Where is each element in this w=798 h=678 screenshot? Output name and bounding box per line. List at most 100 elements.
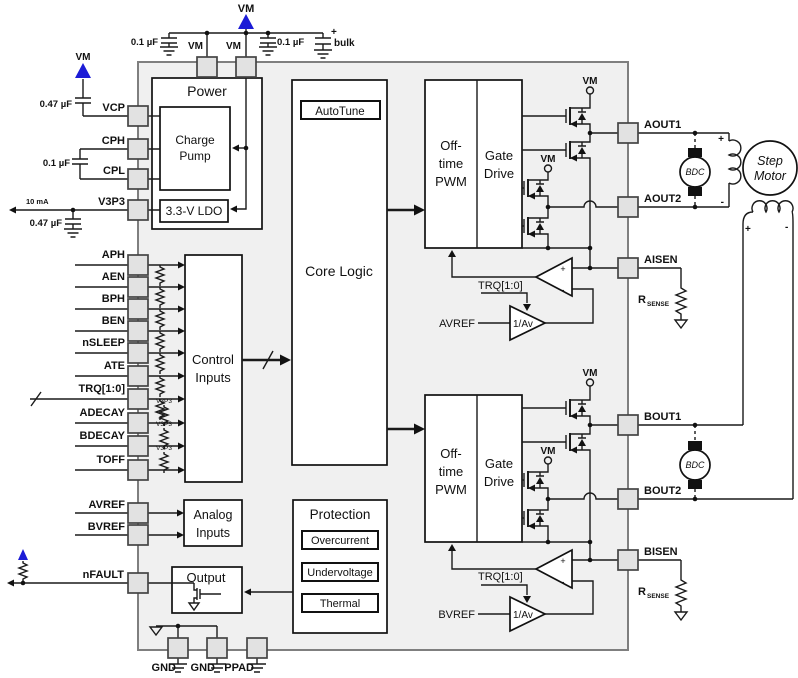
offtime-b-1: Off- bbox=[440, 446, 461, 461]
undervoltage-block bbox=[301, 562, 379, 582]
control-inputs-label-1: Control bbox=[192, 352, 234, 367]
pin-bph-label: BPH bbox=[102, 293, 125, 305]
pin-bisen-label: BISEN bbox=[644, 546, 678, 558]
autotune-block bbox=[300, 100, 381, 120]
gain-a-label: 1/Av bbox=[513, 319, 533, 330]
pullup-arrow-nfault bbox=[18, 549, 28, 560]
pwm-gatedrive-a-block bbox=[424, 79, 523, 249]
pin-aen-label: AEN bbox=[102, 271, 125, 283]
current-10ma-label: 10 mA bbox=[26, 197, 49, 206]
vm-fet-b2-label: VM bbox=[541, 446, 556, 457]
rsense-b-label: R bbox=[638, 586, 646, 598]
pin-trq-label: TRQ[1:0] bbox=[79, 383, 126, 395]
gatedrive-a-2: Drive bbox=[484, 166, 514, 181]
power-label: Power bbox=[187, 83, 227, 99]
pin-vm-1 bbox=[196, 56, 218, 78]
vm-arrow-vcp bbox=[75, 63, 91, 78]
pin-bdecay bbox=[127, 435, 149, 457]
winding1-minus: - bbox=[721, 197, 724, 208]
pin-avref bbox=[127, 502, 149, 524]
junction-dots bbox=[20, 30, 698, 629]
pin-vcp-label: VCP bbox=[102, 102, 125, 114]
v3p3-pullup-1: V3P3 bbox=[156, 398, 172, 405]
pin-bout1 bbox=[617, 414, 639, 436]
pin-adecay-label: ADECAY bbox=[80, 407, 126, 419]
gain-amp-b bbox=[509, 595, 547, 633]
pin-ppad bbox=[246, 637, 268, 659]
cap-vcp-label: 0.47 µF bbox=[40, 99, 73, 110]
bdc-a-label: BDC bbox=[685, 167, 705, 177]
pin-aout1 bbox=[617, 122, 639, 144]
comparator-a-minus: - bbox=[562, 285, 565, 295]
offtime-a-1: Off- bbox=[440, 138, 461, 153]
ldo-block bbox=[159, 199, 229, 223]
arrowheads bbox=[7, 14, 531, 603]
rsense-a-sub: SENSE bbox=[647, 301, 670, 308]
vm-top-label: VM bbox=[238, 3, 255, 15]
pin-nsleep-label: nSLEEP bbox=[82, 337, 125, 349]
motor-symbols bbox=[679, 140, 798, 489]
overcurrent-block bbox=[301, 530, 379, 550]
pin-ate-label: ATE bbox=[104, 360, 125, 372]
bdc-b-label: BDC bbox=[685, 460, 705, 470]
control-inputs-block bbox=[184, 254, 243, 483]
step-motor-label-2: Motor bbox=[754, 169, 787, 183]
rsense-a-label: R bbox=[638, 294, 646, 306]
cap-01-left-label: 0.1 µF bbox=[131, 37, 158, 48]
pin-v3p3 bbox=[127, 199, 149, 221]
thermal-label: Thermal bbox=[320, 598, 360, 610]
pin-bvref-label: BVREF bbox=[88, 521, 126, 533]
pin-aout1-label: AOUT1 bbox=[644, 119, 681, 131]
pin-gnd-2 bbox=[206, 637, 228, 659]
bulk-label: bulk bbox=[334, 38, 355, 49]
overcurrent-label: Overcurrent bbox=[311, 535, 369, 547]
pin-vm2-label: VM bbox=[226, 41, 241, 52]
comparator-b-minus: - bbox=[562, 577, 565, 587]
pin-adecay bbox=[127, 412, 149, 434]
output-block bbox=[171, 566, 243, 614]
pin-bout2 bbox=[617, 488, 639, 510]
analog-inputs-block bbox=[183, 499, 243, 547]
charge-pump-label-1: Charge bbox=[175, 133, 215, 147]
pin-gnd2-label: GND bbox=[191, 662, 216, 674]
pin-vm-2 bbox=[235, 56, 257, 78]
pin-gnd1-label: GND bbox=[152, 662, 177, 674]
bulk-plus-label: + bbox=[331, 27, 337, 38]
pin-aout2-label: AOUT2 bbox=[644, 193, 681, 205]
pin-aisen-label: AISEN bbox=[644, 254, 678, 266]
open-grounds bbox=[148, 319, 689, 673]
pin-bout2-label: BOUT2 bbox=[644, 485, 681, 497]
pin-avref-label: AVREF bbox=[89, 499, 126, 511]
offtime-a-2: time bbox=[439, 156, 464, 171]
winding2-plus: + bbox=[745, 224, 751, 235]
charge-pump-block bbox=[159, 106, 231, 191]
thermal-block bbox=[301, 593, 379, 613]
undervoltage-label: Undervoltage bbox=[307, 567, 372, 579]
pin-nfault-label: nFAULT bbox=[83, 569, 125, 581]
rsense-b-sub: SENSE bbox=[647, 593, 670, 600]
pin-v3p3-label: V3P3 bbox=[98, 196, 125, 208]
trq-b-label: TRQ[1:0] bbox=[478, 571, 523, 583]
wires bbox=[11, 29, 794, 664]
ldo-label: 3.3-V LDO bbox=[166, 204, 223, 218]
output-label: Output bbox=[186, 570, 225, 585]
labels: VM 0.1 µF VM VM 0.1 µF + bulk VM 0.47 µF… bbox=[26, 3, 788, 674]
gain-b-label: 1/Av bbox=[513, 610, 533, 621]
core-logic-block bbox=[291, 79, 388, 466]
comparator-a-plus: + bbox=[560, 264, 565, 274]
vm-fet-a1-label: VM bbox=[583, 76, 598, 87]
pwm-gatedrive-b-block bbox=[424, 394, 523, 543]
vm-arrow-top bbox=[238, 14, 254, 29]
pin-cpl-label: CPL bbox=[103, 165, 125, 177]
vm-vcp-label: VM bbox=[76, 52, 91, 63]
analog-inputs-label-1: Analog bbox=[194, 508, 233, 522]
pin-cph bbox=[127, 138, 149, 160]
vm-fet-b1-label: VM bbox=[583, 368, 598, 379]
pin-cph-label: CPH bbox=[102, 135, 125, 147]
pin-bvref bbox=[127, 524, 149, 546]
pin-toff-label: TOFF bbox=[96, 454, 125, 466]
blocks bbox=[151, 77, 523, 634]
gatedrive-a-1: Gate bbox=[485, 148, 513, 163]
